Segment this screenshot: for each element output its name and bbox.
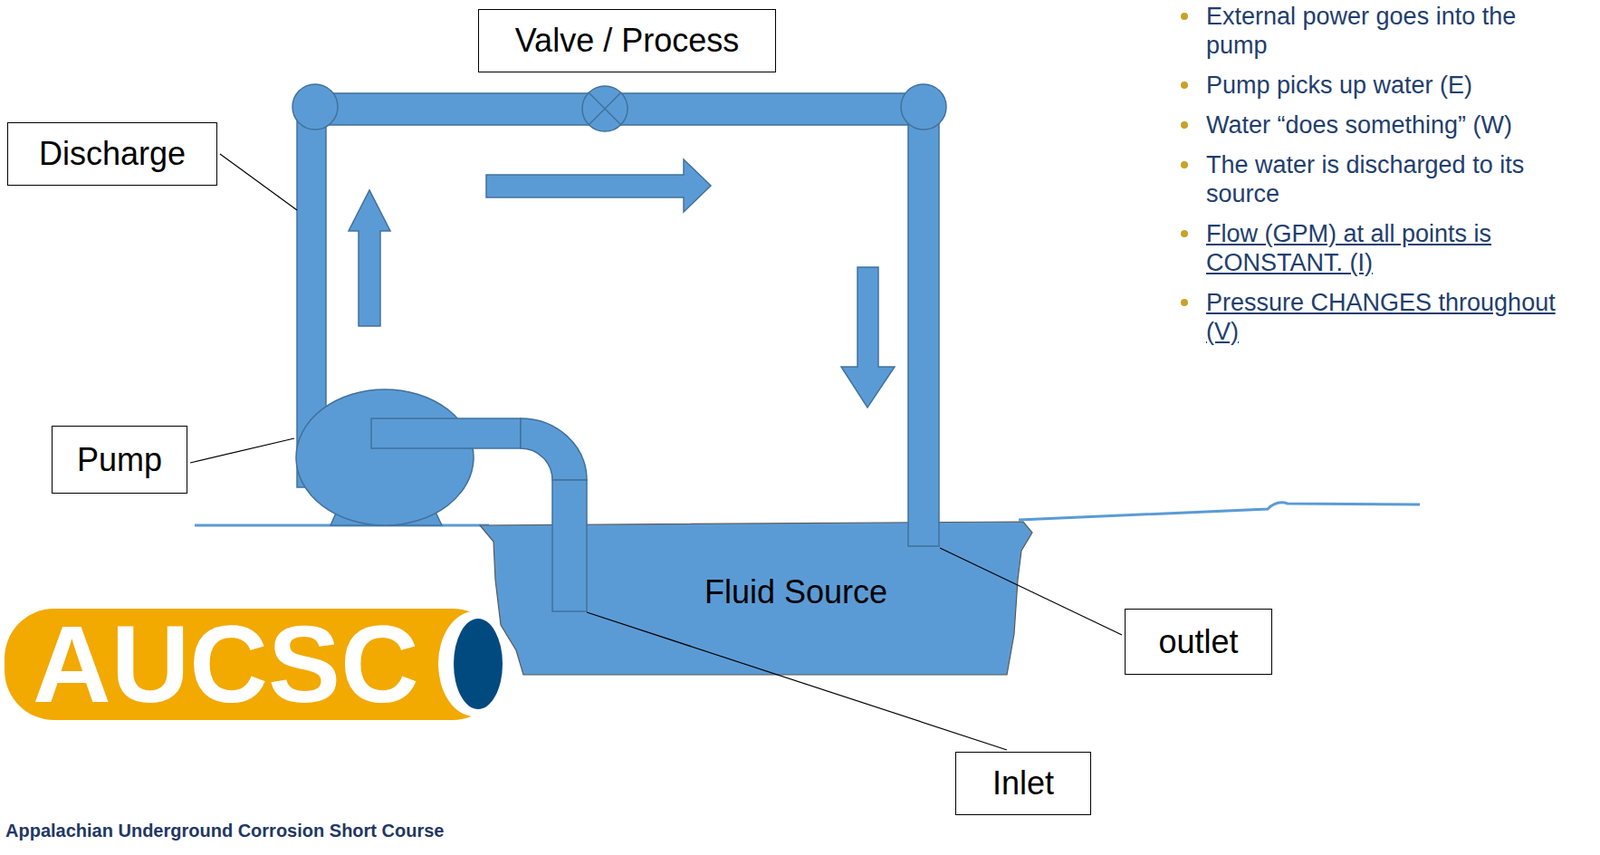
bullet-text: Water “does something” (W) [1206, 110, 1581, 140]
bullet-text: External power goes into the pump [1206, 1, 1581, 60]
bullet-dot [1180, 121, 1189, 129]
leader-line [220, 153, 298, 211]
pipe-elbow [292, 84, 338, 130]
inlet-pipe [552, 479, 587, 612]
pump-body [296, 389, 474, 526]
bullet-item: External power goes into the pump [1177, 1, 1581, 60]
box-label: outlet [1158, 622, 1238, 662]
pipe-elbow [900, 84, 947, 130]
logo-text: AUCSC [32, 601, 420, 727]
valve-cross [588, 92, 622, 125]
bullet-list: External power goes into the pumpPump pi… [1177, 1, 1581, 357]
box-label: Valve / Process [515, 21, 739, 60]
flow-arrow [486, 159, 711, 212]
bullet-dot [1180, 12, 1189, 20]
bullet-text: The water is discharged to its source [1206, 150, 1581, 209]
bullet-dot [1180, 161, 1189, 169]
bullet-text: Pump picks up water (E) [1206, 70, 1581, 100]
leader-line [939, 547, 1122, 635]
bullet-text: Flow (GPM) at all points is CONSTANT. (I… [1206, 219, 1581, 278]
suction-pipe [371, 418, 521, 449]
label-box: Valve / Process [478, 9, 777, 73]
region-label: Fluid Source [704, 573, 888, 611]
label-box: Inlet [955, 751, 1092, 815]
box-label: Pump [76, 440, 163, 480]
flow-arrow [841, 267, 895, 408]
bullet-dot [1180, 229, 1189, 238]
flow-arrow [348, 190, 391, 326]
logo-tagline: Appalachian Underground Corrosion Short … [5, 820, 444, 842]
bullet-item: Flow (GPM) at all points is CONSTANT. (I… [1177, 219, 1581, 278]
logo-oval [453, 618, 503, 709]
bullet-item: Water “does something” (W) [1177, 110, 1581, 140]
leader-line [586, 612, 1007, 750]
suction-elbow [520, 418, 587, 480]
bullet-item: Pressure CHANGES throughout (V) [1177, 287, 1581, 346]
bullet-item: Pump picks up water (E) [1177, 70, 1581, 100]
leader-line [190, 438, 295, 463]
bullet-text: Pressure CHANGES throughout (V) [1206, 287, 1581, 346]
box-label: Discharge [38, 134, 186, 173]
bullet-dot [1180, 81, 1189, 89]
valve-symbol [582, 86, 628, 132]
box-label: Inlet [992, 764, 1054, 803]
label-box: outlet [1124, 608, 1273, 675]
label-box: Discharge [7, 122, 218, 186]
bullet-dot [1180, 298, 1189, 307]
logo-gap [438, 611, 511, 717]
return-pipe [908, 106, 939, 547]
bullet-item: The water is discharged to its source [1177, 150, 1581, 209]
label-box: Pump [51, 425, 188, 494]
